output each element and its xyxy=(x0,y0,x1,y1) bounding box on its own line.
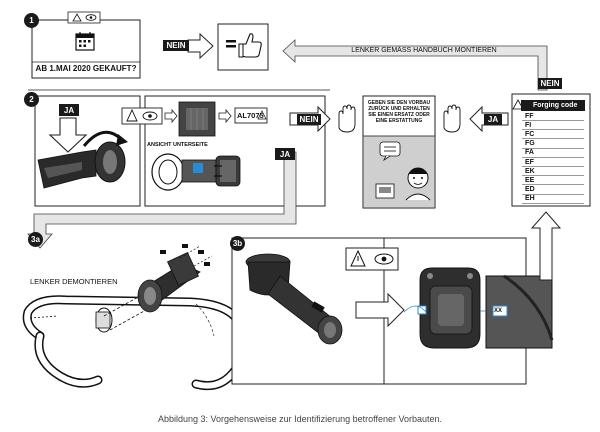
stem-face-plate xyxy=(403,267,481,349)
underside-texture xyxy=(178,101,216,137)
code-marker: XX xyxy=(494,308,503,314)
warning-eye-icon-3 xyxy=(345,247,399,271)
arrow-up-to-forging xyxy=(530,211,562,281)
calendar-icon xyxy=(75,32,95,51)
forging-code-box xyxy=(511,93,591,207)
step2-no-tag: NEIN xyxy=(297,114,321,125)
forging-code-item: EE xyxy=(522,176,584,186)
down-arrow-ja xyxy=(48,117,88,153)
stem-underside-view xyxy=(151,153,241,191)
forging-code-title: Forging code xyxy=(521,100,585,111)
forging-no-tag: NEIN xyxy=(538,78,562,89)
forging-code-item: EF xyxy=(522,158,584,167)
no-arrow-right xyxy=(187,32,214,60)
step1-question: AB 1.MAI 2020 GEKAUFT? xyxy=(35,64,137,73)
step2-yes-tag-2: JA xyxy=(275,148,295,160)
top-arrow-label: LENKER GEMÄSS HANDBUCH MONTIEREN xyxy=(351,47,497,54)
return-message: GEBEN SIE DEN VORBAU ZURÜCK UND ERHALTEN… xyxy=(367,100,431,124)
stem-side-view xyxy=(37,130,128,189)
underside-view-label: ANSICHT UNTERSEITE xyxy=(147,142,208,148)
warning-eye-icon xyxy=(67,11,101,24)
forging-code-item: ED xyxy=(522,186,584,195)
forging-code-item: EH xyxy=(522,195,584,204)
feedback-arrow-top xyxy=(282,39,548,91)
step-2-badge: 2 xyxy=(24,92,39,107)
support-agent-illustration xyxy=(375,141,431,201)
step2-yes-tag: JA xyxy=(59,104,79,116)
forging-code-item: EK xyxy=(522,167,584,177)
path-arrow-to-3a xyxy=(27,151,297,249)
step-1-badge: 1 xyxy=(24,13,39,28)
model-code-box xyxy=(234,107,268,124)
forging-code-item: FF xyxy=(522,112,584,121)
warning-eye-icon-2 xyxy=(121,107,163,125)
model-code: AL7075 xyxy=(237,111,264,120)
handlebar-illustration xyxy=(22,295,249,391)
stop-hand-icon-2 xyxy=(443,104,461,133)
zoom-detail-box xyxy=(480,274,554,349)
forging-code-item: FA xyxy=(522,149,584,158)
thumbs-up-icon xyxy=(238,33,262,58)
figure-caption: Abbildung 3: Vorgehensweise zur Identifi… xyxy=(157,414,443,424)
step1-no-tag: NEIN xyxy=(163,40,189,51)
stop-hand-icon-1 xyxy=(338,104,356,133)
arrow-right-3b xyxy=(355,292,405,328)
step-3a-badge: 3a xyxy=(28,232,43,247)
stem-perspective-view xyxy=(245,253,343,345)
forging-code-item: FG xyxy=(522,140,584,149)
highlight-marker xyxy=(193,163,203,173)
small-arrow-1 xyxy=(164,108,178,124)
bolt-icons xyxy=(160,244,210,266)
highlight-marker-2 xyxy=(417,305,427,315)
remove-handlebar-label: LENKER DEMONTIEREN xyxy=(30,277,118,286)
small-arrow-2 xyxy=(218,108,232,124)
forging-yes-tag: JA xyxy=(484,114,502,125)
stem-exploded-view xyxy=(103,244,213,331)
forging-code-item: FI xyxy=(522,121,584,131)
step-3b-badge: 3b xyxy=(230,236,245,251)
forging-code-item: FC xyxy=(522,130,584,140)
